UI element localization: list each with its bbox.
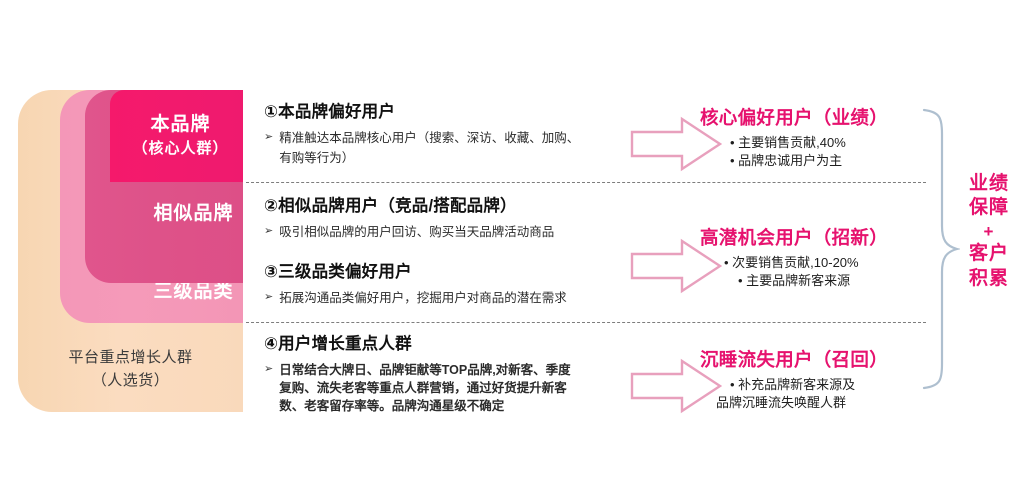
bullet-arrow-icon: ➢ bbox=[264, 363, 274, 375]
segment-4-bullet-text: 日常结合大牌日、品牌钜献等TOP品牌,对新客、季度 复购、流失老客等重点人群营销… bbox=[279, 361, 634, 415]
segment-4-bullet-line-3: 数、老客留存率等。品牌沟通星级不确定 bbox=[279, 399, 505, 414]
segment-block-3: ③三级品类偏好用户 ➢ 拓展沟通品类偏好用户，挖掘用户对商品的潜在需求 bbox=[264, 258, 642, 309]
pyramid-level-third-category-label: 三级品类 bbox=[153, 281, 234, 302]
segment-block-2: ②相似品牌用户（竞品/搭配品牌） ➢ 吸引相似品牌的用户回访、购买当天品牌活动商… bbox=[264, 192, 642, 243]
segment-2-bullet: ➢ 吸引相似品牌的用户回访、购买当天品牌活动商品 bbox=[264, 223, 642, 243]
outcome-1-heading: 核心偏好用户（业绩） bbox=[700, 107, 889, 128]
segment-4-bullet-line-2: 复购、流失老客等重点人群营销，通过好货提升新客 bbox=[279, 381, 567, 396]
bullet-arrow-icon: ➢ bbox=[264, 131, 274, 143]
pyramid-level-own-brand-sublabel: （核心人群） bbox=[132, 140, 229, 157]
outcome-3-bullet-1: • 补充品牌新客来源及 bbox=[730, 377, 856, 392]
segment-4-bullet: ➢ 日常结合大牌日、品牌钜献等TOP品牌,对新客、季度 复购、流失老客等重点人群… bbox=[264, 361, 634, 415]
audience-pyramid: 平台重点增长人群 （人选货） 三级品类 相似品牌 本品牌 （核心人群） bbox=[0, 0, 260, 500]
segment-2-heading: ②相似品牌用户（竞品/搭配品牌） bbox=[264, 197, 517, 215]
pyramid-base-caption: 平台重点增长人群 （人选货） bbox=[18, 347, 243, 392]
segment-1-bullet: ➢ 精准触达本品牌核心用户（搜索、深访、收藏、加购、 有购等行为） bbox=[264, 129, 624, 169]
pyramid-level-own-brand-label: 本品牌 bbox=[150, 114, 211, 136]
segment-3-bullet-text: 拓展沟通品类偏好用户，挖掘用户对商品的潜在需求 bbox=[279, 291, 567, 305]
outcome-3-bullet-2: 品牌沉睡流失唤醒人群 bbox=[716, 395, 847, 411]
segment-4-heading: ④用户增长重点人群 bbox=[264, 335, 412, 353]
pyramid-base-line2: （人选货） bbox=[91, 371, 170, 389]
outcome-3-bullets: • 补充品牌新客来源及 品牌沉睡流失唤醒人群 bbox=[700, 376, 950, 413]
outcome-2-bullet-2: • 主要品牌新客来源 bbox=[738, 273, 851, 289]
segment-1-heading: ①本品牌偏好用户 bbox=[264, 103, 396, 121]
segment-1-bullet-text: 精准触达本品牌核心用户（搜索、深访、收藏、加购、 有购等行为） bbox=[279, 129, 624, 169]
segment-block-1: ①本品牌偏好用户 ➢ 精准触达本品牌核心用户（搜索、深访、收藏、加购、 有购等行… bbox=[264, 98, 624, 169]
segment-2-bullet-text: 吸引相似品牌的用户回访、购买当天品牌活动商品 bbox=[279, 225, 555, 239]
outcome-block-1: 核心偏好用户（业绩） • 主要销售贡献,40% • 品牌忠诚用户为主 bbox=[700, 104, 950, 171]
summary-label: 业绩 保障 + 客户 积累 bbox=[958, 172, 1020, 291]
segment-1-bullet-line-2: 有购等行为） bbox=[279, 150, 355, 165]
outcome-2-bullet-1: • 次要销售贡献,10-20% bbox=[724, 255, 859, 270]
outcome-1-bullets: • 主要销售贡献,40% • 品牌忠诚用户为主 bbox=[700, 134, 950, 171]
outcome-block-2: 高潜机会用户（招新） • 次要销售贡献,10-20% • 主要品牌新客来源 bbox=[700, 224, 950, 291]
segment-3-bullet: ➢ 拓展沟通品类偏好用户，挖掘用户对商品的潜在需求 bbox=[264, 289, 642, 309]
summary-line-2: 保障 bbox=[968, 197, 1009, 219]
pyramid-base-line1: 平台重点增长人群 bbox=[68, 349, 193, 366]
segment-1-bullet-line-1: 精准触达本品牌核心用户（搜索、深访、收藏、加购、 bbox=[279, 131, 580, 145]
outcome-2-heading: 高潜机会用户（招新） bbox=[700, 227, 889, 248]
summary-brace-icon bbox=[922, 108, 960, 390]
summary-line-1: 业绩 bbox=[968, 173, 1009, 194]
arrow-right-3 bbox=[630, 358, 722, 414]
outcome-block-3: 沉睡流失用户（召回） • 补充品牌新客来源及 品牌沉睡流失唤醒人群 bbox=[700, 346, 950, 413]
segment-4-bullet-line-1: 日常结合大牌日、品牌钜献等TOP品牌,对新客、季度 bbox=[279, 363, 571, 377]
segment-3-heading: ③三级品类偏好用户 bbox=[264, 263, 412, 281]
outcome-2-bullets: • 次要销售贡献,10-20% • 主要品牌新客来源 bbox=[700, 254, 950, 291]
bullet-arrow-icon: ➢ bbox=[264, 291, 274, 303]
divider-dashed-1 bbox=[246, 182, 926, 183]
divider-dashed-2 bbox=[246, 322, 926, 323]
arrow-right-2 bbox=[630, 238, 722, 294]
summary-line-4: 客户 bbox=[968, 243, 1009, 265]
bullet-arrow-icon: ➢ bbox=[264, 225, 274, 237]
arrow-right-1 bbox=[630, 116, 722, 172]
segment-block-4: ④用户增长重点人群 ➢ 日常结合大牌日、品牌钜献等TOP品牌,对新客、季度 复购… bbox=[264, 330, 634, 415]
outcome-3-heading: 沉睡流失用户（召回） bbox=[700, 349, 889, 370]
pyramid-level-own-brand: 本品牌 （核心人群） bbox=[110, 90, 243, 182]
summary-line-plus: + bbox=[983, 221, 995, 241]
outcome-1-bullet-1: • 主要销售贡献,40% bbox=[730, 135, 846, 150]
summary-line-5: 积累 bbox=[968, 267, 1009, 289]
pyramid-level-similar-brand-label: 相似品牌 bbox=[153, 203, 234, 224]
outcome-1-bullet-2: • 品牌忠诚用户为主 bbox=[730, 153, 843, 169]
